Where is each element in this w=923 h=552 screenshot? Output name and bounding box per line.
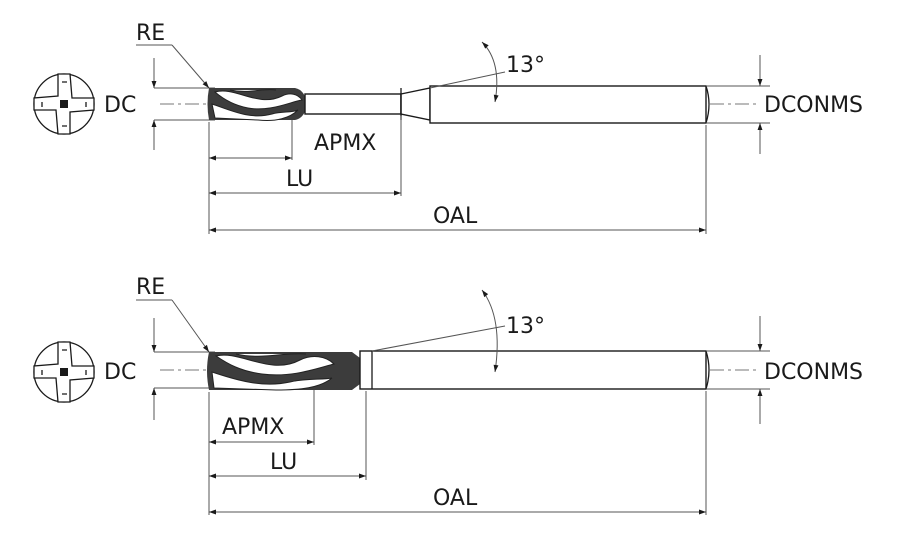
re-dimension: RE <box>136 21 210 89</box>
dc-dimension: DC <box>104 318 215 420</box>
taper-angle-dimension: 13° <box>371 289 545 373</box>
apmx-dimension: APMX <box>209 415 314 445</box>
cutting-head <box>207 88 307 121</box>
apmx-label: APMX <box>222 415 284 440</box>
oal-dimension: OAL <box>209 204 706 233</box>
dconms-dimension: DCONMS <box>706 55 863 154</box>
lu-dimension: LU <box>209 450 366 479</box>
taper-angle-dimension: 13° <box>429 41 545 103</box>
lu-dimension: LU <box>209 167 401 196</box>
cutting-head <box>207 352 360 391</box>
dc-label: DC <box>104 93 136 118</box>
oal-dimension: OAL <box>209 486 706 515</box>
re-label: RE <box>136 21 165 46</box>
lu-label: LU <box>286 167 313 192</box>
dc-label: DC <box>104 360 136 385</box>
dc-dimension: DC <box>104 58 215 150</box>
lu-label: LU <box>270 450 297 475</box>
angle-label: 13° <box>506 314 545 339</box>
angle-label: 13° <box>506 53 545 78</box>
shank <box>400 85 710 124</box>
oal-label: OAL <box>433 204 478 229</box>
neck <box>304 93 402 115</box>
dconms-dimension: DCONMS <box>706 316 863 424</box>
dconms-label: DCONMS <box>764 93 863 118</box>
apmx-label: APMX <box>314 131 376 156</box>
cross-section-view <box>33 73 95 135</box>
end-mill-diagram-long-neck: DC RE 13° <box>33 21 863 234</box>
end-mill-diagram-standard: DC RE 13° DCONMS <box>33 275 863 515</box>
dconms-label: DCONMS <box>764 360 863 385</box>
apmx-dimension: APMX <box>209 131 376 161</box>
oal-label: OAL <box>433 486 478 511</box>
cross-section-view <box>33 341 95 403</box>
re-dimension: RE <box>136 275 210 353</box>
re-label: RE <box>136 275 165 300</box>
shank <box>359 350 710 390</box>
